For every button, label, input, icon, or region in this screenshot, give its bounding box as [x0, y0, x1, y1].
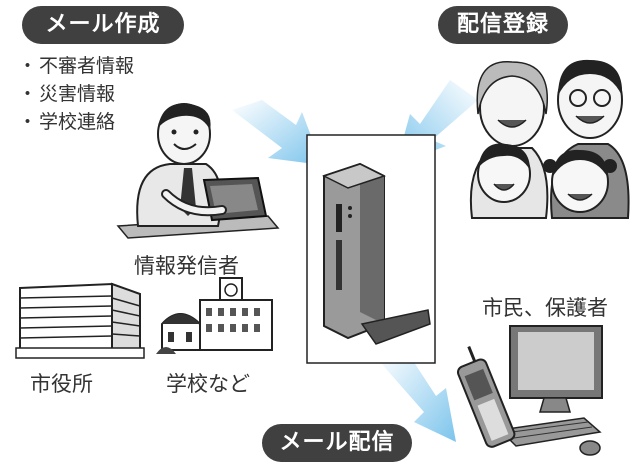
- topic-list: 不審者情報 災害情報 学校連絡: [18, 52, 134, 136]
- mail-delivery-badge: メール配信: [262, 424, 412, 462]
- family-illustration: [469, 59, 630, 219]
- mail-create-badge: メール作成: [22, 6, 184, 44]
- city-hall-label: 市役所: [30, 372, 93, 396]
- school-illustration: [156, 277, 273, 354]
- sender-label: 情報発信者: [134, 254, 239, 278]
- school-label: 学校など: [166, 372, 250, 396]
- topic-item: 災害情報: [18, 80, 134, 108]
- sender-illustration: [116, 103, 280, 239]
- city-hall-illustration: [15, 282, 145, 359]
- server-illustration: [306, 134, 436, 364]
- topic-item: 不審者情報: [18, 52, 134, 80]
- topic-item: 学校連絡: [18, 108, 134, 136]
- citizens-label: 市民、保護者: [482, 296, 608, 320]
- citizen-devices-illustration: [456, 325, 603, 456]
- delivery-register-badge: 配信登録: [438, 6, 568, 44]
